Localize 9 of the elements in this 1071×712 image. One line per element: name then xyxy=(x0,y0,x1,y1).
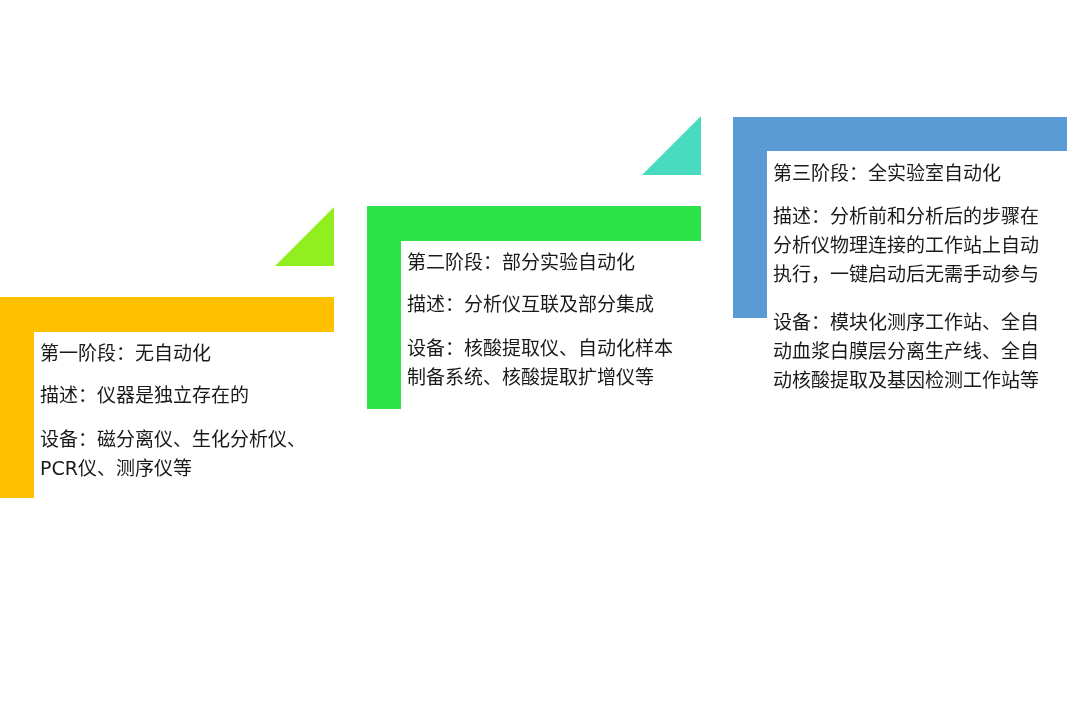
equipment-list: 设备：磁分离仪、生化分析仪、PCR仪、测序仪等 xyxy=(40,425,316,483)
stage-title: 第二阶段：部分实验自动化 xyxy=(407,250,635,275)
equipment-list: 设备：模块化测序工作站、全自动血浆白膜层分离生产线、全自动核酸提取及基因检测工作站等 xyxy=(773,308,1049,395)
stage-description: 描述：仪器是独立存在的 xyxy=(40,383,249,408)
stage-title: 第一阶段：无自动化 xyxy=(40,341,211,366)
stage-description: 描述：分析仪互联及部分集成 xyxy=(407,292,654,317)
stage-title: 第三阶段：全实验室自动化 xyxy=(773,161,1001,186)
stage-description: 描述：分析前和分析后的步骤在分析仪物理连接的工作站上自动执行，一键启动后无需手动参与 xyxy=(773,204,1040,287)
equipment-list: 设备：核酸提取仪、自动化样本制备系统、核酸提取扩增仪等 xyxy=(407,334,683,392)
